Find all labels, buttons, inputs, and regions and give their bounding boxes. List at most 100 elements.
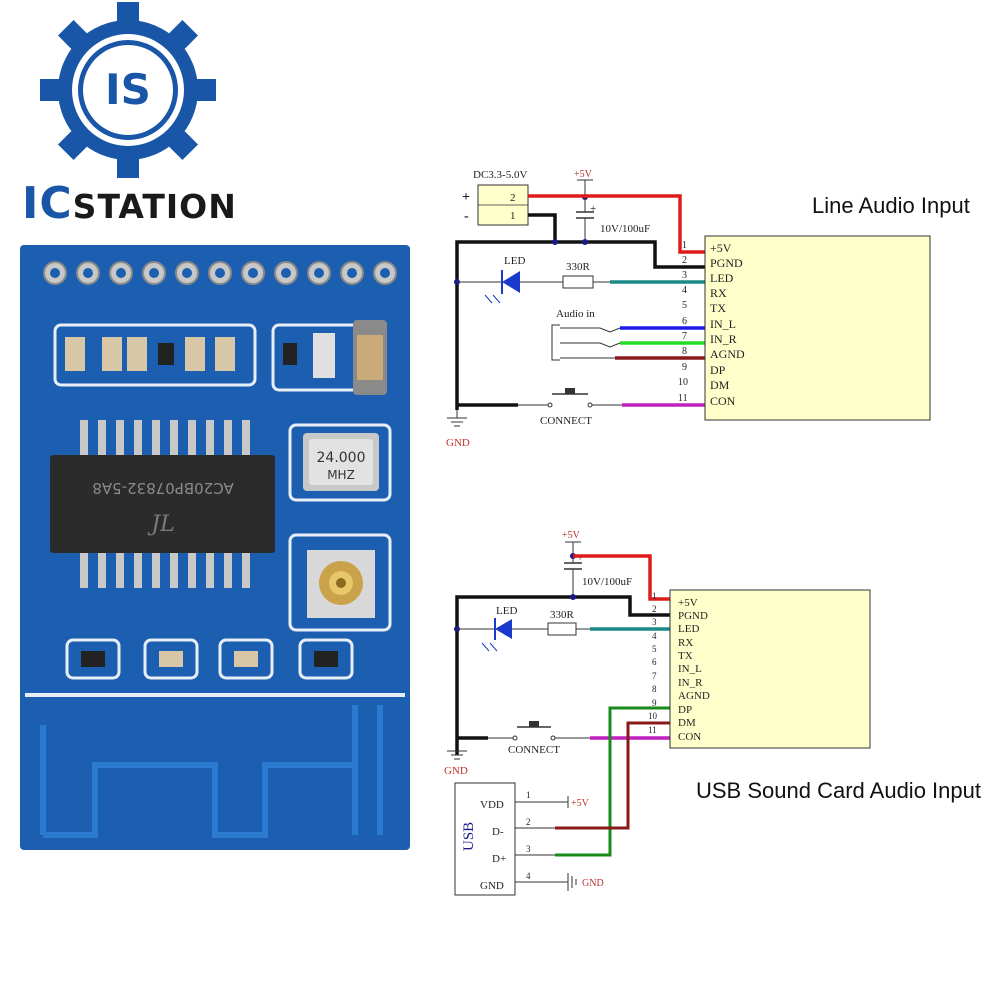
pin-num: 8 (652, 684, 657, 694)
line-audio-schematic: DC3.3-5.0V 2 1 + - +5V + 10V/100uF GND L… (446, 169, 931, 449)
pin-name: DP (710, 363, 726, 377)
pin-name: +5V (710, 241, 732, 255)
resistor-label: 330R (566, 261, 591, 273)
resistor-icon (547, 622, 577, 636)
pin-num: 6 (652, 657, 657, 667)
plus-sign: + (462, 190, 470, 205)
pin-name: +5V (678, 597, 698, 609)
antenna-trace (40, 705, 383, 838)
pin-num: 2 (682, 255, 687, 266)
pin-num: 5 (652, 644, 657, 654)
audio-in-label: Audio in (556, 308, 595, 320)
pin-num: 7 (652, 671, 657, 681)
resistor-label: 330R (550, 609, 575, 621)
usb-pin-name: VDD (480, 799, 504, 811)
usb-vdd-label: +5V (571, 798, 590, 809)
pin-num: 9 (652, 698, 657, 708)
cap-plus: + (577, 552, 583, 564)
connect-button-icon (529, 721, 539, 727)
header-pins (43, 261, 397, 285)
usb-pin-name: D- (492, 826, 504, 838)
power-label: DC3.3-5.0V (473, 169, 527, 181)
brand-part2: STATION (72, 187, 237, 226)
pin-num: 2 (652, 604, 657, 614)
pin-name: PGND (710, 256, 743, 270)
led-diode-icon (502, 271, 520, 293)
brand-part1: IC (22, 178, 73, 229)
pin-name: IN_L (710, 317, 736, 331)
pin-name: IN_R (710, 332, 737, 346)
logo-badge: IS (105, 65, 151, 114)
usb-pin-num: 2 (526, 817, 531, 827)
pin-name: CON (678, 731, 701, 743)
diagram2-title: USB Sound Card Audio Input (696, 778, 981, 803)
connect-label: CONNECT (508, 744, 560, 756)
usb-connector (454, 782, 516, 896)
pin-name: IN_L (678, 663, 702, 675)
minus-sign: - (464, 209, 469, 224)
pin-num: 9 (682, 362, 687, 373)
led-label: LED (504, 255, 525, 267)
logo-gear-icon: IS (40, 2, 216, 178)
usb-pin-name: D+ (492, 853, 506, 865)
pin-name: DP (678, 704, 692, 716)
pin-num: 5 (682, 300, 687, 311)
pcb-module-image: 24.000 MHZ AC20BP07832-5A8 JL (20, 245, 410, 850)
pin-num: 7 (682, 331, 687, 342)
led-diode-icon (495, 619, 512, 639)
main-chip (50, 455, 275, 553)
pin-name: RX (710, 286, 727, 300)
pin-num: 4 (682, 285, 687, 296)
pin-name: DM (710, 378, 730, 392)
pin-name: AGND (678, 690, 710, 702)
supply-label: +5V (562, 530, 581, 541)
pin-name: LED (678, 623, 699, 635)
pin-name: AGND (710, 347, 745, 361)
pin-name: TX (678, 650, 693, 662)
pin-num: 8 (682, 346, 687, 357)
usb-gnd-label: GND (582, 878, 604, 889)
usb-pin-num: 1 (526, 790, 531, 800)
module-box-1 (704, 235, 931, 421)
usb-pin-name: GND (480, 880, 504, 892)
conn-pin-1: 1 (510, 210, 516, 222)
diagram1-title: Line Audio Input (812, 193, 970, 218)
pin-name: RX (678, 637, 693, 649)
pin-num: 11 (678, 393, 688, 404)
pin-num: 1 (652, 591, 657, 601)
pin-name: LED (710, 271, 734, 285)
crystal-unit: MHZ (327, 468, 355, 482)
brand-name: ICSTATION (22, 178, 237, 229)
pin-name: PGND (678, 610, 708, 622)
gnd-label: GND (446, 437, 470, 449)
connect-button-icon (565, 388, 575, 394)
pin-name: CON (710, 394, 736, 408)
pin-name: TX (710, 301, 726, 315)
cap-plus: + (590, 203, 596, 215)
resistor-icon (562, 275, 594, 289)
crystal-freq: 24.000 (317, 450, 366, 466)
conn-pin-2: 2 (510, 192, 516, 204)
pin-num: 4 (652, 631, 657, 641)
pin-num: 6 (682, 316, 687, 327)
usb-pin-num: 4 (526, 871, 531, 881)
connect-label: CONNECT (540, 415, 592, 427)
pin-num: 3 (682, 270, 687, 281)
supply-label: +5V (574, 169, 593, 180)
chip-marking: AC20BP07832-5A8 (92, 479, 233, 497)
pin-num: 10 (678, 377, 688, 388)
audio-jack-icon (551, 324, 560, 361)
pin-num: 1 (682, 240, 687, 251)
cap-label: 10V/100uF (582, 576, 632, 588)
pin-name: DM (678, 717, 696, 729)
led-label: LED (496, 605, 517, 617)
gnd-label: GND (444, 765, 468, 777)
usb-pin-num: 3 (526, 844, 531, 854)
pin-name: IN_R (678, 677, 703, 689)
pin-num: 10 (648, 711, 658, 721)
module-box-2 (669, 589, 871, 749)
chip-logo: JL (147, 512, 174, 537)
cap-label: 10V/100uF (600, 223, 650, 235)
usb-audio-schematic: +5V + 10V/100uF GND LED 330R CONNECT 1 2… (444, 530, 871, 896)
usb-label: USB (461, 822, 477, 851)
